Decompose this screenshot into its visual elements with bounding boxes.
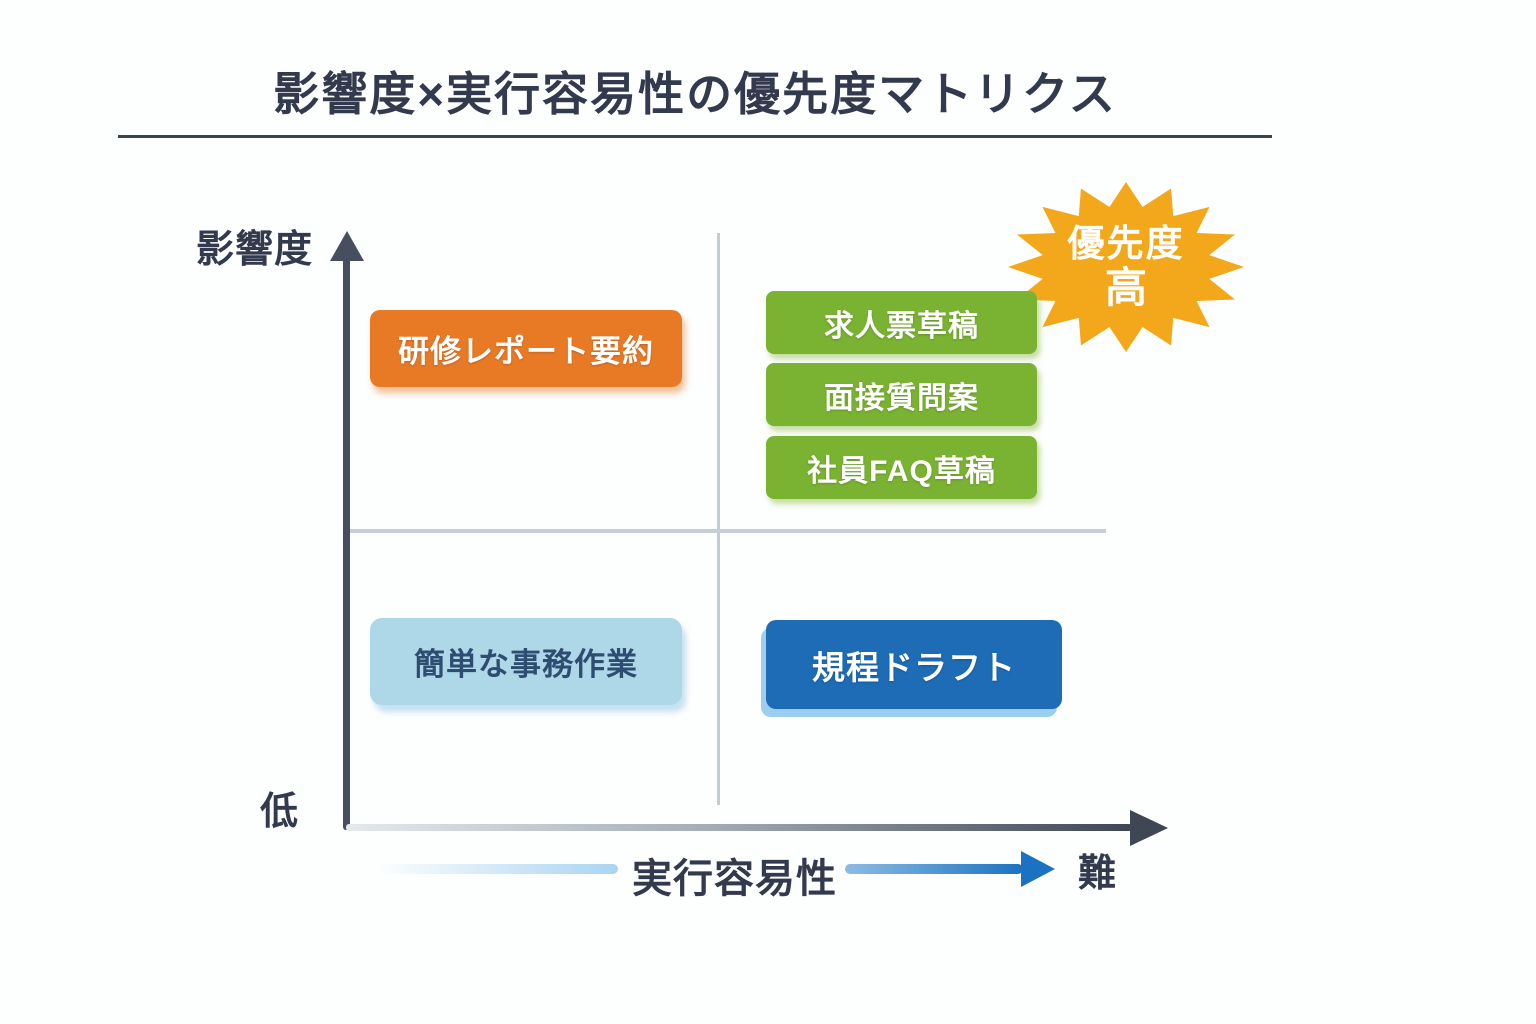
title-underline	[118, 135, 1272, 138]
task-card-regulations-draft: 規程ドラフト	[766, 620, 1062, 709]
quadrant-divider-vertical	[717, 233, 720, 805]
task-card-simple-admin-work: 簡単な事務作業	[370, 618, 682, 705]
x-axis-high-label: 難	[1078, 853, 1118, 895]
priority-high-badge: 優先度 高	[1008, 182, 1244, 352]
task-card-interview-questions: 面接質問案	[766, 363, 1037, 426]
x-axis-line	[346, 824, 1132, 831]
task-card-employee-faq-draft: 社員FAQ草稿	[766, 436, 1037, 499]
y-axis-label: 影響度	[196, 229, 314, 271]
task-card-job-posting-draft: 求人票草稿	[766, 291, 1037, 354]
y-axis-line	[343, 258, 350, 830]
x-axis-label: 実行容易性	[632, 857, 837, 901]
ease-gradient-bar	[376, 864, 618, 874]
ease-arrowhead-icon	[1021, 851, 1055, 887]
page-title: 影響度×実行容易性の優先度マトリクス	[273, 68, 1117, 120]
quadrant-divider-horizontal	[350, 529, 1106, 533]
x-axis-arrowhead-icon	[1130, 810, 1168, 846]
y-axis-arrowhead-icon	[330, 231, 364, 261]
priority-badge-label: 優先度	[1067, 222, 1185, 264]
task-card-training-report-summary: 研修レポート要約	[370, 310, 682, 387]
y-axis-low-label: 低	[260, 791, 300, 833]
priority-badge-value: 高	[1104, 264, 1147, 312]
ease-arrow-line	[845, 864, 1023, 874]
